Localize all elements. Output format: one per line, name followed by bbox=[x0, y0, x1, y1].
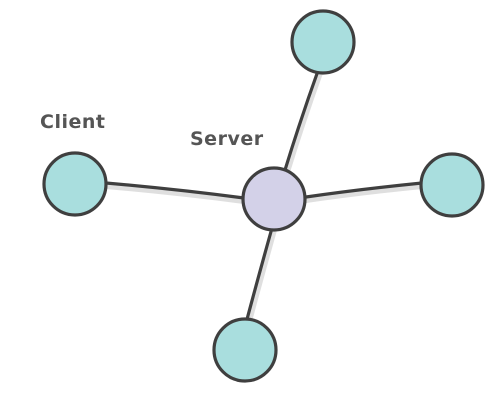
client-label: Client bbox=[40, 111, 105, 133]
server-node bbox=[241, 166, 307, 232]
edge-server-client-top bbox=[283, 66, 324, 175]
client-node-top bbox=[290, 9, 356, 75]
edge-server-client-right bbox=[303, 181, 425, 203]
client-node-left bbox=[42, 151, 108, 217]
edge-server-client-left bbox=[103, 181, 247, 204]
edges bbox=[103, 66, 425, 328]
server-label: Server bbox=[190, 128, 264, 150]
edge-server-client-bottom bbox=[244, 226, 277, 328]
client-node-bottom bbox=[212, 317, 278, 383]
client-node-right bbox=[419, 152, 485, 218]
